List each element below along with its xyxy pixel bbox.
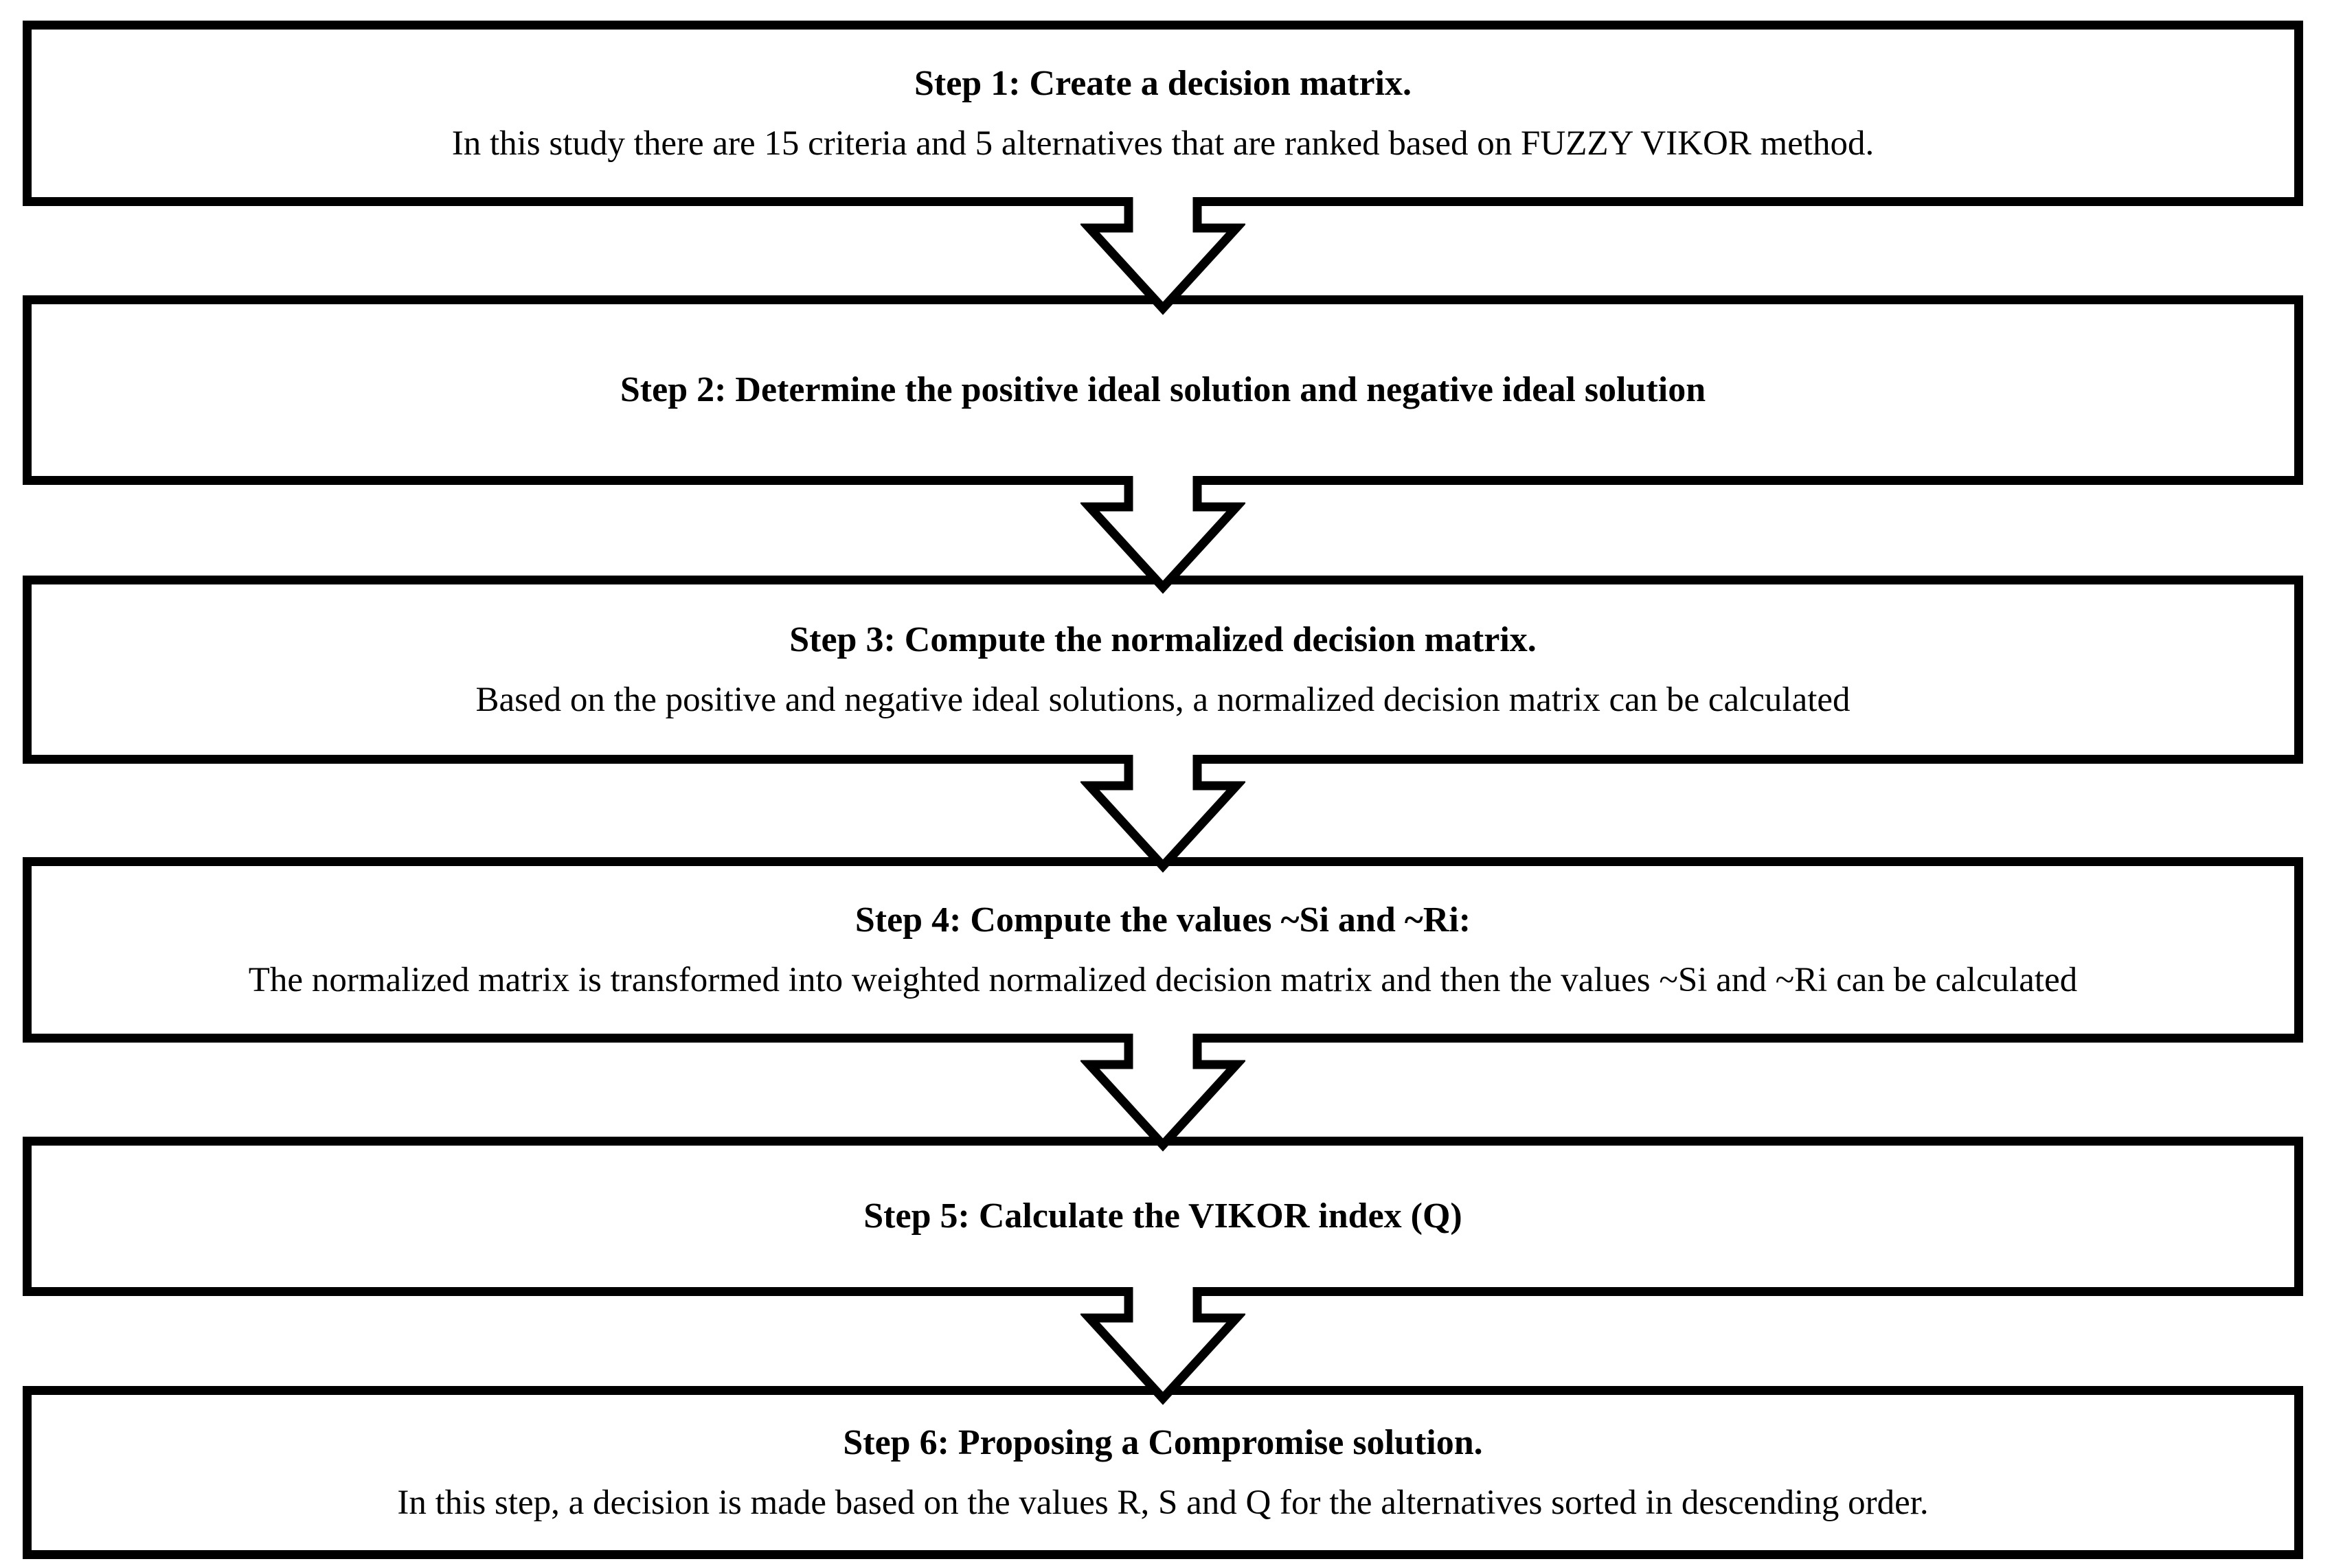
step-1-description: In this study there are 15 criteria and … (451, 124, 1875, 163)
down-arrow-icon (1080, 1034, 1245, 1152)
step-5-title: Step 5: Calculate the VIKOR index (Q) (863, 1196, 1462, 1236)
down-arrow-icon (1080, 755, 1245, 873)
step-box-3: Step 3: Compute the normalized decision … (23, 576, 2303, 764)
step-3-description: Based on the positive and negative ideal… (475, 680, 1850, 719)
step-3-title: Step 3: Compute the normalized decision … (789, 620, 1537, 659)
step-box-2: Step 2: Determine the positive ideal sol… (23, 295, 2303, 485)
step-1-title: Step 1: Create a decision matrix. (914, 63, 1412, 103)
step-box-1: Step 1: Create a decision matrix. In thi… (23, 21, 2303, 206)
down-arrow-icon (1080, 476, 1245, 594)
step-box-4: Step 4: Compute the values ~Si and ~Ri: … (23, 857, 2303, 1043)
step-4-description: The normalized matrix is transformed int… (248, 960, 2078, 999)
step-2-title: Step 2: Determine the positive ideal sol… (620, 370, 1706, 410)
step-4-title: Step 4: Compute the values ~Si and ~Ri: (854, 900, 1471, 940)
down-arrow-icon (1080, 197, 1245, 315)
step-box-5: Step 5: Calculate the VIKOR index (Q) (23, 1137, 2303, 1296)
step-6-title: Step 6: Proposing a Compromise solution. (843, 1422, 1483, 1462)
down-arrow-icon (1080, 1287, 1245, 1405)
step-6-description: In this step, a decision is made based o… (397, 1483, 1929, 1522)
step-box-6: Step 6: Proposing a Compromise solution.… (23, 1386, 2303, 1559)
